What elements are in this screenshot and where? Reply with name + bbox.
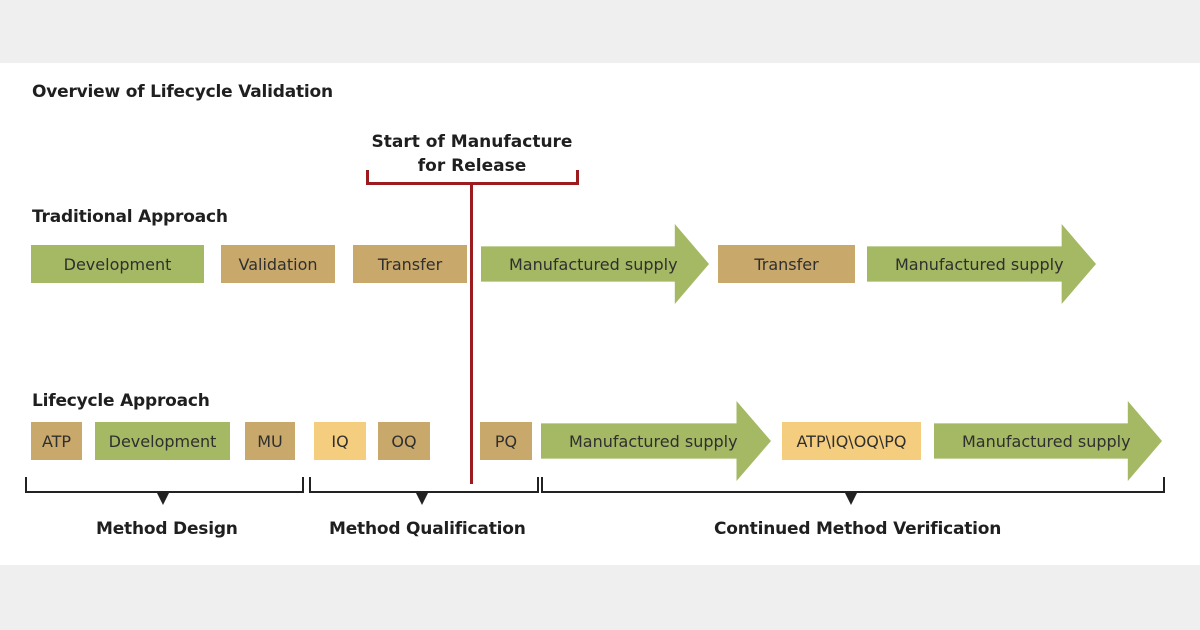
diagram-title: Overview of Lifecycle Validation [32, 82, 333, 102]
method-design-bracket [25, 477, 304, 493]
marker-line-2: for Release [417, 156, 527, 176]
lifecycle-mu: MU [245, 422, 295, 460]
lifecycle-oq: OQ [378, 422, 430, 460]
arrow-label: Manufactured supply [509, 254, 678, 274]
arrow-label: Manufactured supply [962, 431, 1131, 451]
method-design-pointer [157, 493, 169, 505]
lifecycle-development: Development [95, 422, 230, 460]
traditional-transfer-1: Transfer [353, 245, 467, 283]
continued-method-verification-label: Continued Method Verification [714, 519, 1002, 539]
continued-method-verification-bracket [541, 477, 1165, 493]
method-qualification-pointer [416, 493, 428, 505]
marker-bracket-left [366, 170, 369, 185]
arrow-label: Manufactured supply [895, 254, 1064, 274]
lifecycle-atp: ATP [31, 422, 82, 460]
traditional-manufactured-supply-2-arrow: Manufactured supply [867, 224, 1096, 304]
continued-method-verification-pointer [845, 493, 857, 505]
lifecycle-iq: IQ [314, 422, 366, 460]
lifecycle-manufactured-supply-1-arrow: Manufactured supply [541, 401, 771, 481]
method-design-label: Method Design [96, 519, 238, 539]
traditional-transfer-2: Transfer [718, 245, 855, 283]
traditional-development: Development [31, 245, 204, 283]
lifecycle-pq: PQ [480, 422, 532, 460]
lifecycle-manufactured-supply-2-arrow: Manufactured supply [934, 401, 1162, 481]
traditional-approach-label: Traditional Approach [32, 207, 228, 227]
start-of-manufacture-line [470, 182, 473, 484]
marker-line-1: Start of Manufacture [371, 132, 573, 152]
arrow-label: Manufactured supply [569, 431, 738, 451]
lifecycle-approach-label: Lifecycle Approach [32, 391, 210, 411]
diagram-canvas: Overview of Lifecycle Validation Start o… [0, 63, 1200, 565]
marker-bracket-right [576, 170, 579, 185]
traditional-validation: Validation [221, 245, 335, 283]
start-of-manufacture-label: Start of Manufacture for Release [360, 130, 584, 178]
traditional-manufactured-supply-1-arrow: Manufactured supply [481, 224, 709, 304]
method-qualification-label: Method Qualification [329, 519, 526, 539]
lifecycle-atp-iq-oq-pq: ATP\IQ\OQ\PQ [782, 422, 921, 460]
method-qualification-bracket [309, 477, 539, 493]
